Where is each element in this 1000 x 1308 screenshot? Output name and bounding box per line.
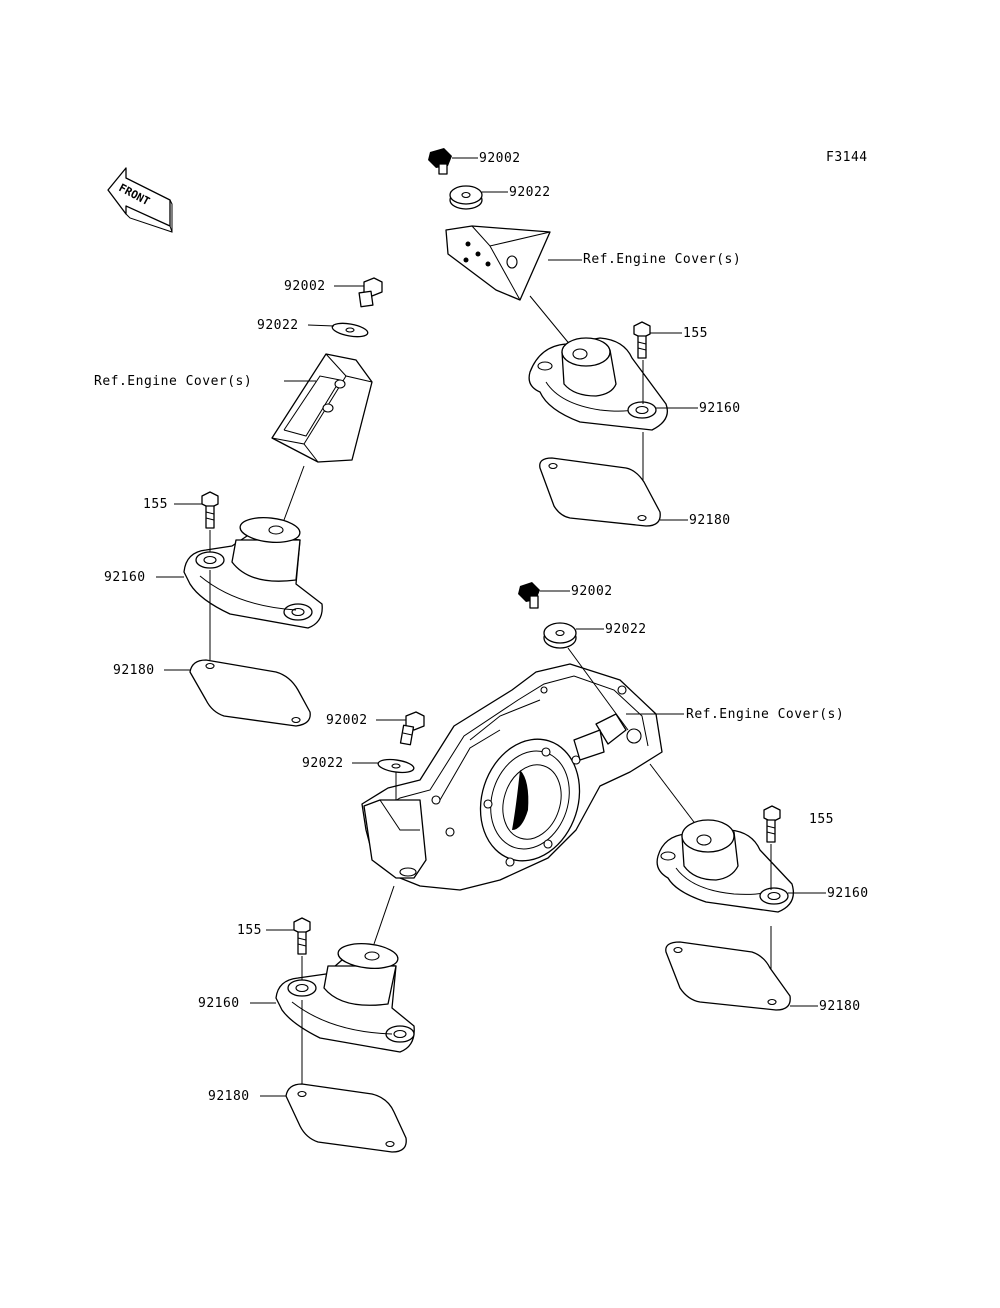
left-mount-group: 92002 92022 Ref.Engine Cover(s) [94, 277, 383, 727]
left-washer-92022 [331, 322, 369, 338]
center-bolt-92002-b [399, 711, 425, 746]
bottom-plate-label: 92180 [208, 1089, 250, 1104]
bottom-engine-mount-92160 [275, 943, 415, 1053]
top-plate-label: 92180 [689, 513, 731, 528]
top-bolt-92002 [428, 148, 452, 175]
left-plate-92180 [189, 659, 311, 727]
center-washer-a-label: 92022 [605, 622, 647, 637]
left-ref-label: Ref.Engine Cover(s) [94, 374, 252, 389]
bottom-plate-92180 [285, 1083, 407, 1153]
center-bolt-b-label: 92002 [326, 713, 368, 728]
left-mount-label: 92160 [104, 570, 146, 585]
top-washer-label: 92022 [509, 185, 551, 200]
front-arrow-icon: FRONT [107, 167, 173, 233]
top-mount-group: 92002 92022 Ref.Engine Cover(s) [428, 148, 741, 528]
left-bolt-155 [201, 491, 219, 529]
right-plate-92180 [665, 941, 791, 1011]
left-plate-label: 92180 [113, 663, 155, 678]
top-washer-92022 [449, 185, 483, 210]
right-engine-mount-92160 [656, 819, 795, 913]
top-bracket [445, 225, 551, 301]
bottom-mount-group: 155 92160 92180 [198, 917, 415, 1153]
right-bolt-155 [763, 805, 781, 843]
top-mount-label: 92160 [699, 401, 741, 416]
top-bolt-155 [633, 321, 651, 359]
bottom-bolt155-label: 155 [237, 923, 262, 938]
figure-code: F3144 [826, 150, 868, 165]
right-mount-group: 155 92160 92180 [656, 805, 869, 1014]
center-washer-92022-a [543, 622, 577, 649]
right-bolt155-label: 155 [809, 812, 834, 827]
center-ref-label: Ref.Engine Cover(s) [686, 707, 844, 722]
top-bolt-label: 92002 [479, 151, 521, 166]
center-washer-92022-b [377, 758, 415, 774]
center-engine-cover: 92002 92022 [302, 582, 844, 945]
left-bracket [271, 353, 373, 463]
top-engine-mount-92160 [528, 337, 669, 431]
center-bolt-92002-a [518, 582, 540, 609]
top-bolt155-label: 155 [683, 326, 708, 341]
left-bolt-92002 [358, 277, 383, 308]
left-bolt-label: 92002 [284, 279, 326, 294]
center-bolt-a-label: 92002 [571, 584, 613, 599]
left-bolt155-label: 155 [143, 497, 168, 512]
right-mount-label: 92160 [827, 886, 869, 901]
left-washer-label: 92022 [257, 318, 299, 333]
top-ref-label: Ref.Engine Cover(s) [583, 252, 741, 267]
center-washer-b-label: 92022 [302, 756, 344, 771]
top-plate-92180 [539, 457, 661, 527]
left-engine-mount-92160 [183, 517, 323, 629]
bottom-mount-label: 92160 [198, 996, 240, 1011]
bottom-bolt-155 [293, 917, 311, 955]
right-plate-label: 92180 [819, 999, 861, 1014]
